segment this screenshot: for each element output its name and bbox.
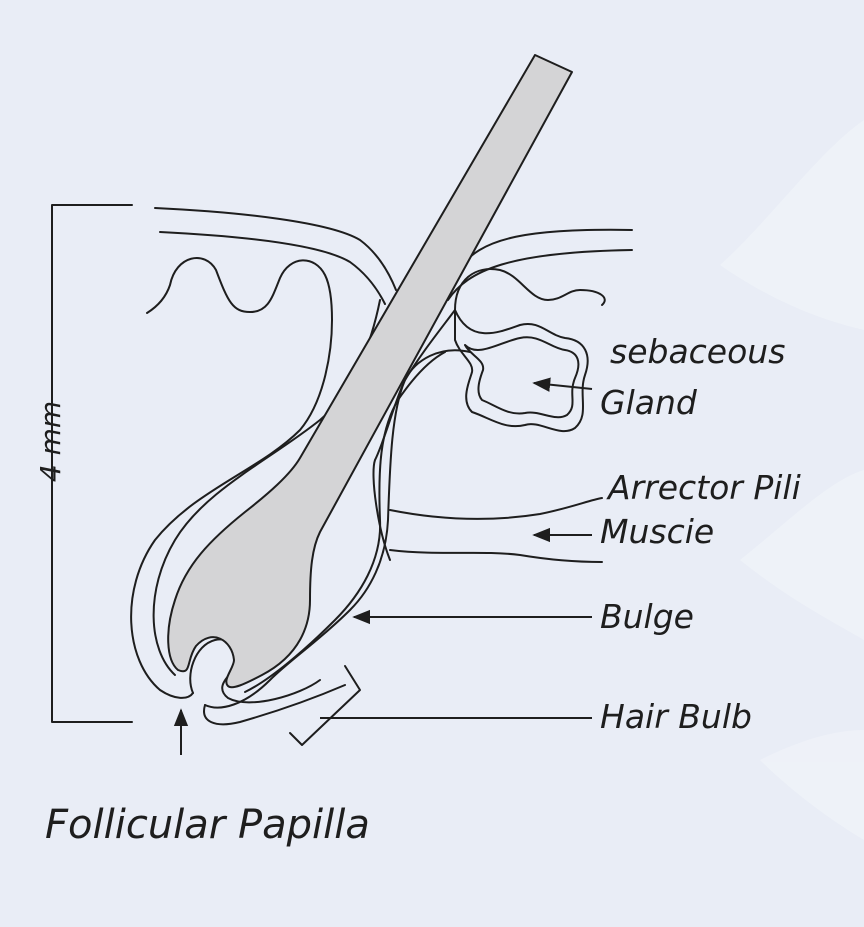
hair-bulb-bracket [290,666,360,745]
arrector-pili-lower [390,550,602,562]
arrector-pili-label: Arrector Pili [608,468,801,507]
bulge-label: Bulge [600,597,694,636]
hair-bulb-label: Hair Bulb [600,697,752,736]
skin-surface-right-outer [460,230,632,268]
muscle-label: Muscie [600,512,714,551]
skin-surface-right-inner [448,250,632,300]
follicular-papilla-label: Follicular Papilla [45,802,370,848]
skin-surface-left-outer [155,208,396,290]
skin-surface-left-inner [160,232,385,304]
dermal-papillae-wave [147,258,332,320]
sebaceous-label: sebaceous [610,332,785,371]
hair-shaft [168,55,572,687]
scale-label: 4 mm [34,401,67,482]
arrector-pili-upper [390,498,602,519]
sebaceous-gland-lobule-inner [465,337,578,417]
gland-label: Gland [600,383,697,422]
